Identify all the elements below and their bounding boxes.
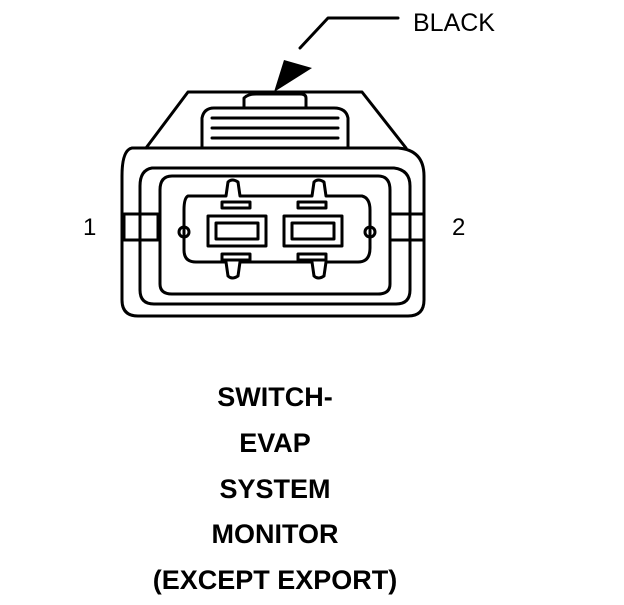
caption-line-1: SWITCH- <box>217 382 333 412</box>
lock-nub-right <box>363 225 377 239</box>
color-callout-label: BLACK <box>413 9 495 37</box>
slot-marker <box>296 252 328 262</box>
connector-latch-top <box>242 92 308 110</box>
terminal-pin-1-inner <box>214 221 260 241</box>
slot-marker <box>220 200 252 210</box>
connector-outer-body <box>120 146 426 318</box>
slot-marker <box>220 252 252 262</box>
terminal-pin-2 <box>282 214 344 248</box>
connector-cavity-frame <box>158 174 392 296</box>
pin-number-1: 1 <box>83 214 97 241</box>
connector-latch-housing <box>144 90 408 150</box>
side-tab-left <box>122 212 160 242</box>
terminal-pin-2-inner <box>290 221 336 241</box>
caption-line-4: MONITOR <box>211 519 339 549</box>
terminal-cavity-outline <box>182 178 372 280</box>
side-tab-right <box>388 212 426 242</box>
pin-number-2: 2 <box>452 214 466 241</box>
caption-line-2: EVAP <box>239 428 311 458</box>
slot-marker <box>296 200 328 210</box>
callout-leader-line <box>298 16 400 50</box>
connector-latch-inner <box>200 106 350 150</box>
caption-line-5: (EXCEPT EXPORT) <box>152 565 398 595</box>
terminal-pin-1 <box>206 214 268 248</box>
connector-inner-frame <box>138 166 412 306</box>
lock-nub-left <box>177 225 191 239</box>
callout-arrow-head <box>274 60 312 92</box>
caption-line-3: SYSTEM <box>219 474 331 504</box>
